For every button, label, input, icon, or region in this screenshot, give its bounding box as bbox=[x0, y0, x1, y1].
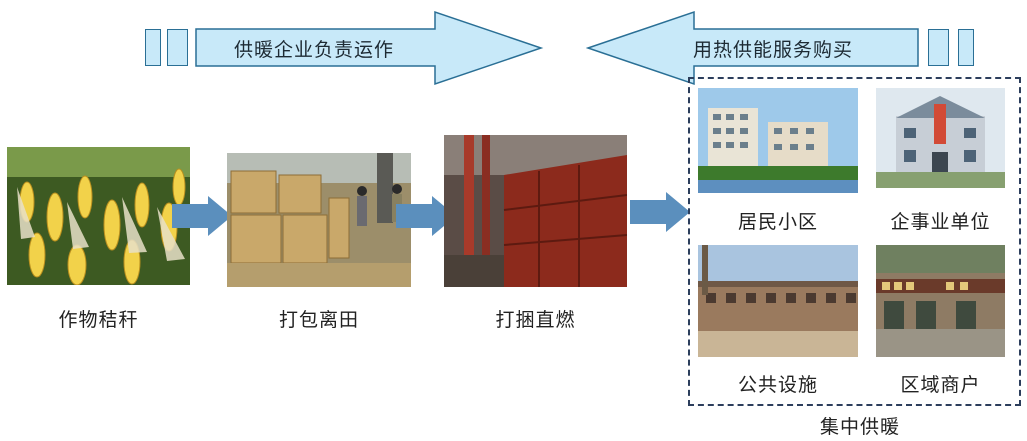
consumer-label-shops: 区域商户 bbox=[900, 374, 981, 396]
step-label-baling: 打包离田 bbox=[278, 309, 359, 331]
step-label-burning: 打捆直燃 bbox=[495, 309, 576, 331]
shops-street-photo bbox=[876, 245, 1005, 357]
residential-photo bbox=[698, 88, 858, 193]
right-banner-block-2 bbox=[958, 29, 974, 66]
consumer-label-office: 企事业单位 bbox=[890, 211, 991, 233]
step-label-straw: 作物秸秆 bbox=[58, 309, 139, 331]
baled-straw-photo bbox=[227, 153, 411, 287]
left-banner-block-1 bbox=[145, 29, 161, 66]
right-banner-label: 用热供能服务购买 bbox=[693, 39, 854, 61]
group-label: 集中供暖 bbox=[819, 416, 900, 438]
left-banner-label: 供暖企业负责运作 bbox=[234, 39, 395, 61]
flow-arrow-3 bbox=[630, 192, 690, 232]
right-banner-arrow bbox=[586, 10, 919, 86]
office-building-photo bbox=[876, 88, 1005, 188]
right-banner-block-1 bbox=[928, 29, 949, 66]
consumer-label-residential: 居民小区 bbox=[737, 211, 818, 233]
consumer-label-public: 公共设施 bbox=[737, 374, 818, 396]
left-banner-block-2 bbox=[167, 29, 188, 66]
bale-boiler-photo bbox=[444, 135, 627, 287]
left-banner-arrow bbox=[195, 10, 544, 86]
flow-arrow-1 bbox=[172, 196, 232, 236]
central-heating-group-box bbox=[688, 77, 1021, 406]
flow-arrow-2 bbox=[396, 196, 456, 236]
public-facility-photo bbox=[698, 245, 858, 357]
corn-straw-photo bbox=[7, 147, 190, 285]
